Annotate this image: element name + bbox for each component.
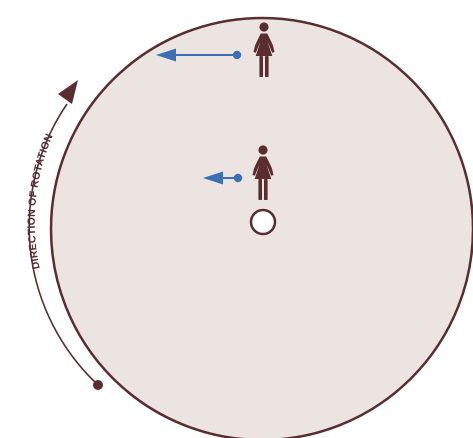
inner-velocity-arrow bbox=[203, 171, 243, 185]
arrow-origin-dot-icon bbox=[233, 173, 243, 183]
arrow-origin-dot-icon bbox=[232, 50, 242, 60]
rotation-start-dot-icon bbox=[93, 380, 103, 390]
outer-person bbox=[156, 22, 275, 77]
arrowhead-left-icon bbox=[156, 48, 176, 62]
rotation-arrowhead-icon bbox=[58, 80, 78, 104]
outer-velocity-arrow bbox=[156, 48, 242, 62]
rotation-arrow bbox=[28, 80, 103, 390]
rotation-arc bbox=[28, 103, 99, 386]
arrowhead-left-icon bbox=[203, 171, 223, 185]
inner-person bbox=[203, 145, 274, 200]
center-axis-circle bbox=[249, 208, 277, 236]
